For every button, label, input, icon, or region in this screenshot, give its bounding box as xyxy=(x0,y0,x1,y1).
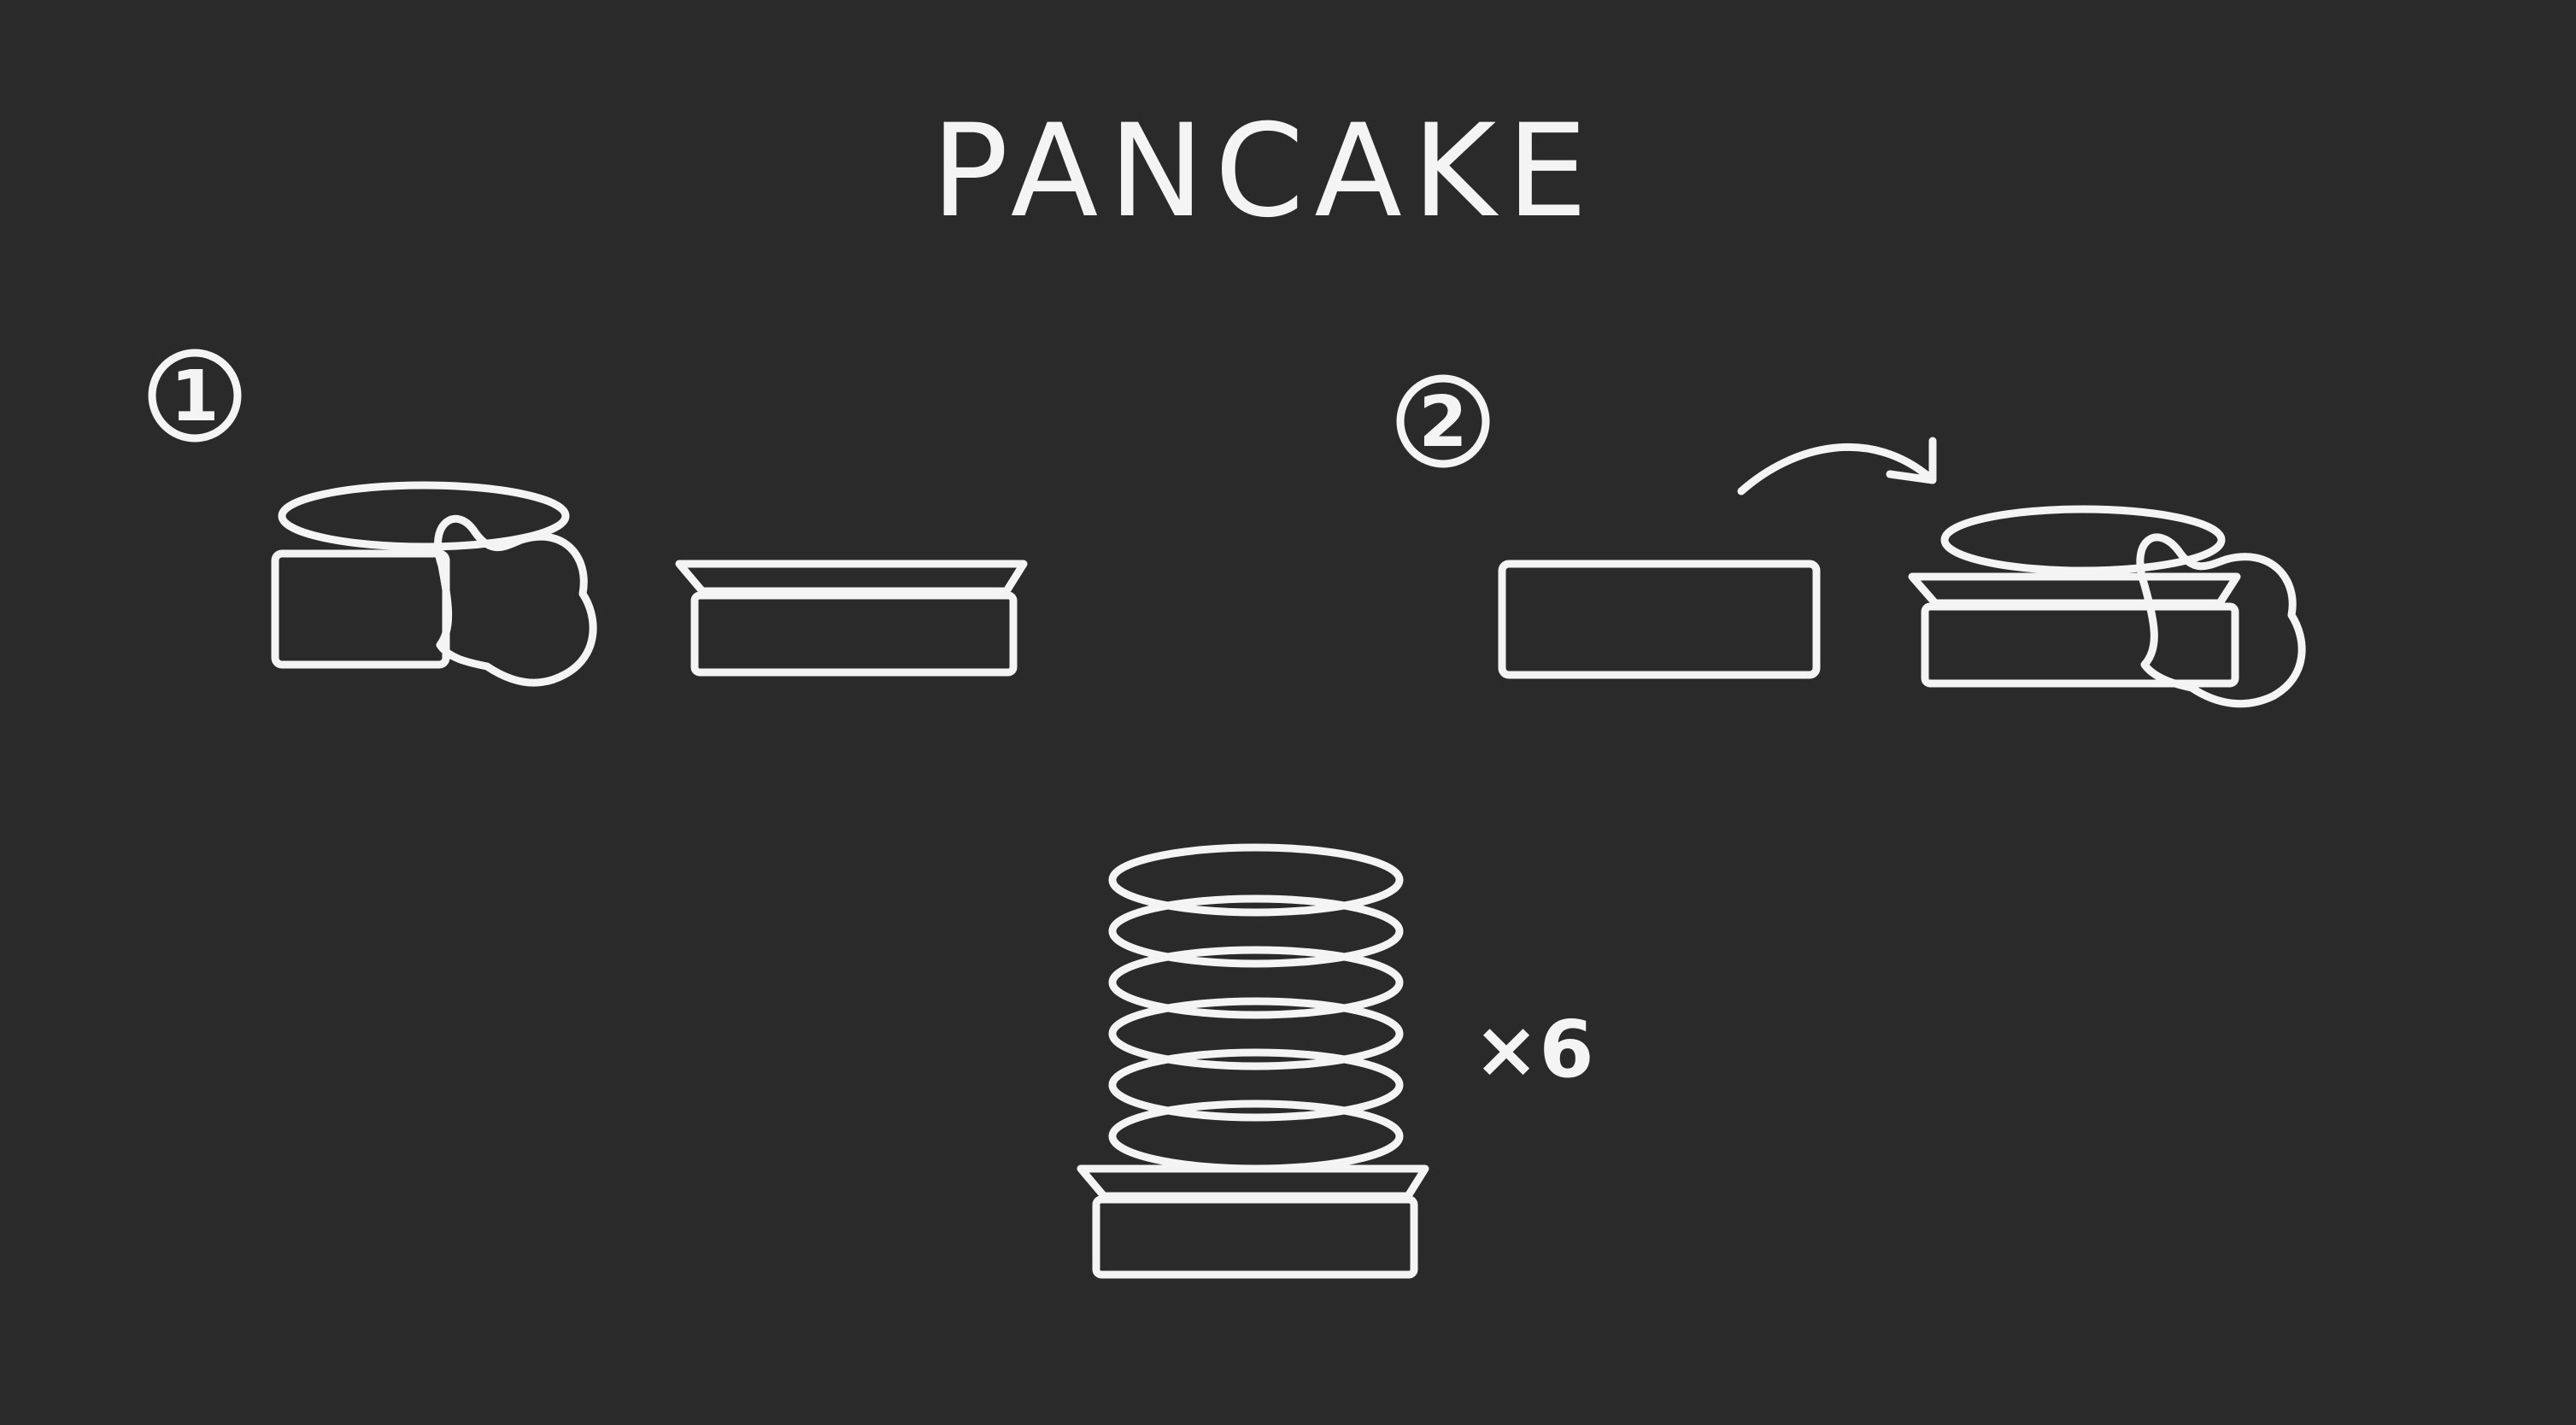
stack-pancake xyxy=(1108,946,1404,1019)
stack-pancake xyxy=(1108,894,1404,968)
step-2-target-plate-rim xyxy=(1908,572,2241,607)
stack-plate xyxy=(1092,1195,1418,1279)
stack-pancake xyxy=(1108,1100,1404,1173)
step-1-hand-icon xyxy=(434,514,597,687)
step-2-hand-icon xyxy=(2136,533,2306,708)
step-2-pancake xyxy=(1940,505,2226,575)
step-2-badge: 2 xyxy=(1396,374,1490,468)
title: PANCAKE xyxy=(931,97,1598,246)
step-2-empty-plate xyxy=(1498,560,1821,679)
step-2-number: 2 xyxy=(1418,382,1467,463)
step-2-target-plate xyxy=(1908,505,2306,708)
step-1-number: 1 xyxy=(170,356,219,437)
step-2-move-arrow xyxy=(1737,437,1937,496)
step-1: 1 xyxy=(148,349,1028,687)
stack-pancake xyxy=(1108,843,1404,917)
step-2: 2 xyxy=(1396,374,2306,708)
step-1-target-plate-rim xyxy=(675,560,1028,595)
step-1-source-plate xyxy=(271,481,597,687)
stack-plate-rim xyxy=(1077,1164,1429,1200)
stack-pancake xyxy=(1108,1048,1404,1122)
step-1-pancake xyxy=(278,481,570,551)
step-1-target-plate xyxy=(675,560,1028,677)
stack-pancake xyxy=(1108,997,1404,1070)
stack-count-label: ×6 xyxy=(1473,1004,1593,1095)
step-1-badge: 1 xyxy=(148,349,242,443)
pancake-stack xyxy=(1077,843,1429,1279)
